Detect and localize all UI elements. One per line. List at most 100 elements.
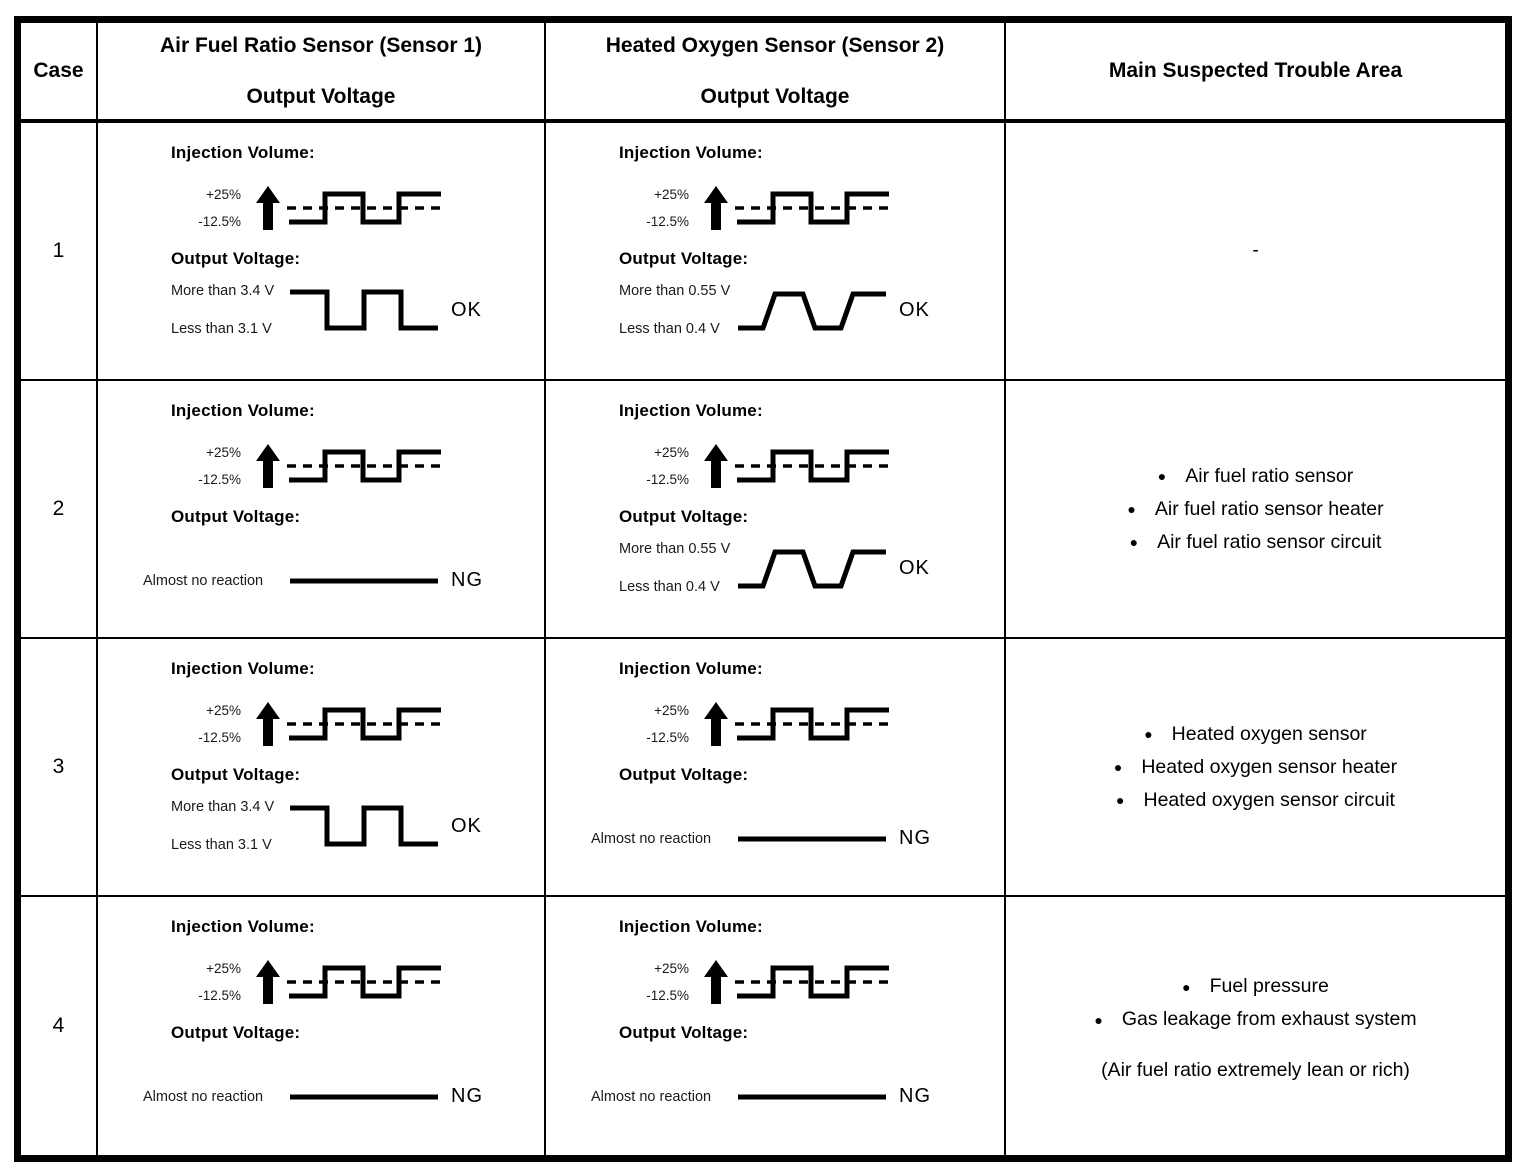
header-case: Case [21, 23, 98, 123]
injection-axis-labels: +25% -12.5% [143, 703, 247, 745]
output-high-label: More than 0.55 V [619, 541, 731, 557]
case-number-label: 4 [52, 1014, 65, 1037]
up-arrow-icon [704, 444, 728, 488]
injection-axis-labels: +25% -12.5% [591, 187, 695, 229]
injection-waveform [287, 707, 443, 741]
output-flat-waveform [290, 1094, 438, 1099]
output-voltage-diagram: More than 3.4 V Less than 3.1 V OK [143, 799, 544, 853]
output-square-waveform [290, 289, 438, 331]
case4-trouble-cell: ● Fuel pressure ● Gas leakage from exhau… [1006, 897, 1505, 1155]
injection-volume-title: Injection Volume: [171, 917, 315, 936]
output-voltage-title: Output Voltage: [171, 1023, 301, 1042]
output-trapezoid-waveform [738, 291, 886, 331]
bullet-icon: ● [1116, 792, 1125, 808]
diagnostic-table: Case Air Fuel Ratio Sensor (Sensor 1) Ou… [14, 16, 1512, 1162]
trouble-item: ● Heated oxygen sensor circuit [1116, 784, 1395, 817]
bullet-icon: ● [1113, 759, 1123, 775]
header-sensor2-subtitle: Output Voltage [700, 84, 850, 108]
injection-low-label: -12.5% [646, 472, 689, 487]
case3-trouble-cell: ● Heated oxygen sensor ● Heated oxygen s… [1006, 639, 1505, 897]
output-voltage-diagram: Almost no reaction NG [591, 1085, 1004, 1108]
output-low-label: Less than 3.1 V [171, 321, 272, 337]
output-voltage-title: Output Voltage: [171, 507, 301, 526]
output-axis-labels: More than 0.55 V Less than 0.4 V [619, 283, 737, 337]
injection-volume-title: Injection Volume: [619, 401, 763, 420]
output-voltage-title: Output Voltage: [171, 249, 301, 268]
header-trouble-label: Main Suspected Trouble Area [1108, 59, 1403, 82]
up-arrow-icon [256, 186, 280, 230]
no-reaction-label: Almost no reaction [591, 1088, 712, 1105]
output-square-waveform [290, 805, 438, 847]
injection-high-label: +25% [206, 961, 241, 976]
output-voltage-title: Output Voltage: [619, 249, 749, 268]
output-voltage-diagram: More than 0.55 V Less than 0.4 V OK [591, 541, 1004, 595]
trouble-item-label: Gas leakage from exhaust system [1121, 1008, 1417, 1030]
case-1-number: 1 [21, 123, 98, 381]
injection-volume-title: Injection Volume: [619, 659, 763, 678]
trouble-item: ● Air fuel ratio sensor circuit [1130, 526, 1382, 559]
header-sensor1: Air Fuel Ratio Sensor (Sensor 1) Output … [98, 23, 546, 123]
header-trouble-area: Main Suspected Trouble Area [1006, 23, 1505, 123]
case-number-label: 2 [52, 497, 65, 520]
injection-waveform [735, 449, 891, 483]
injection-waveform [735, 965, 891, 999]
injection-low-label: -12.5% [646, 214, 689, 229]
result-label: NG [899, 1085, 931, 1107]
result-label: OK [451, 298, 482, 321]
up-arrow-icon [704, 186, 728, 230]
trouble-item-label: Air fuel ratio sensor circuit [1157, 530, 1382, 553]
trouble-dash: - [1252, 240, 1259, 261]
bullet-icon: ● [1094, 1011, 1103, 1028]
injection-low-label: -12.5% [198, 730, 241, 745]
case4-sensor2-cell: Injection Volume: +25% -12.5% Output Vol… [546, 897, 1006, 1155]
output-high-label: More than 0.55 V [619, 283, 731, 299]
output-voltage-title: Output Voltage: [619, 507, 749, 526]
case-4-number: 4 [21, 897, 98, 1155]
injection-high-label: +25% [654, 445, 689, 460]
injection-axis-labels: +25% -12.5% [591, 445, 695, 487]
injection-high-label: +25% [654, 703, 689, 718]
injection-waveform [287, 191, 443, 225]
case2-sensor2-cell: Injection Volume: +25% -12.5% Output Vol… [546, 381, 1006, 639]
output-voltage-title: Output Voltage: [619, 1023, 749, 1042]
case2-trouble-cell: ● Air fuel ratio sensor ● Air fuel ratio… [1006, 381, 1505, 639]
result-label: OK [899, 556, 930, 579]
injection-axis-labels: +25% -12.5% [143, 961, 247, 1003]
up-arrow-icon [256, 444, 280, 488]
output-trapezoid-waveform [738, 549, 886, 589]
output-voltage-diagram: More than 0.55 V Less than 0.4 V OK [591, 283, 1004, 337]
trouble-item: ● Fuel pressure [1182, 970, 1329, 1003]
bullet-icon: ● [1127, 501, 1136, 517]
bullet-icon: ● [1129, 534, 1139, 550]
up-arrow-icon [704, 960, 728, 1004]
header-sensor1-subtitle: Output Voltage [246, 84, 396, 108]
case3-sensor2-cell: Injection Volume: +25% -12.5% Output Vol… [546, 639, 1006, 897]
result-label: OK [899, 298, 930, 321]
case3-sensor1-cell: Injection Volume: +25% -12.5% Output Vol… [98, 639, 546, 897]
injection-volume-diagram: +25% -12.5% [591, 435, 1004, 497]
result-label: OK [451, 814, 482, 837]
injection-high-label: +25% [206, 445, 241, 460]
header-sensor2-title: Heated Oxygen Sensor (Sensor 2) [605, 33, 945, 57]
case1-trouble-cell: - [1006, 123, 1505, 381]
injection-waveform [287, 965, 443, 999]
output-low-label: Less than 0.4 V [619, 321, 720, 337]
injection-axis-labels: +25% -12.5% [591, 961, 695, 1003]
output-low-label: Less than 0.4 V [619, 579, 720, 595]
injection-high-label: +25% [654, 961, 689, 976]
injection-volume-diagram: +25% -12.5% [591, 693, 1004, 755]
injection-volume-diagram: +25% -12.5% [143, 435, 544, 497]
output-flat-waveform [290, 578, 438, 583]
bullet-icon: ● [1182, 978, 1191, 995]
trouble-item: ● Gas leakage from exhaust system [1094, 1003, 1416, 1036]
output-high-label: More than 3.4 V [171, 799, 275, 815]
injection-low-label: -12.5% [646, 730, 689, 745]
trouble-note: (Air fuel ratio extremely lean or rich) [1101, 1059, 1410, 1081]
trouble-item-label: Fuel pressure [1209, 975, 1329, 997]
bullet-icon: ● [1144, 726, 1153, 742]
bullet-icon: ● [1157, 468, 1167, 484]
injection-low-label: -12.5% [198, 214, 241, 229]
injection-volume-diagram: +25% -12.5% [591, 951, 1004, 1013]
up-arrow-icon [256, 702, 280, 746]
injection-volume-title: Injection Volume: [171, 401, 315, 420]
